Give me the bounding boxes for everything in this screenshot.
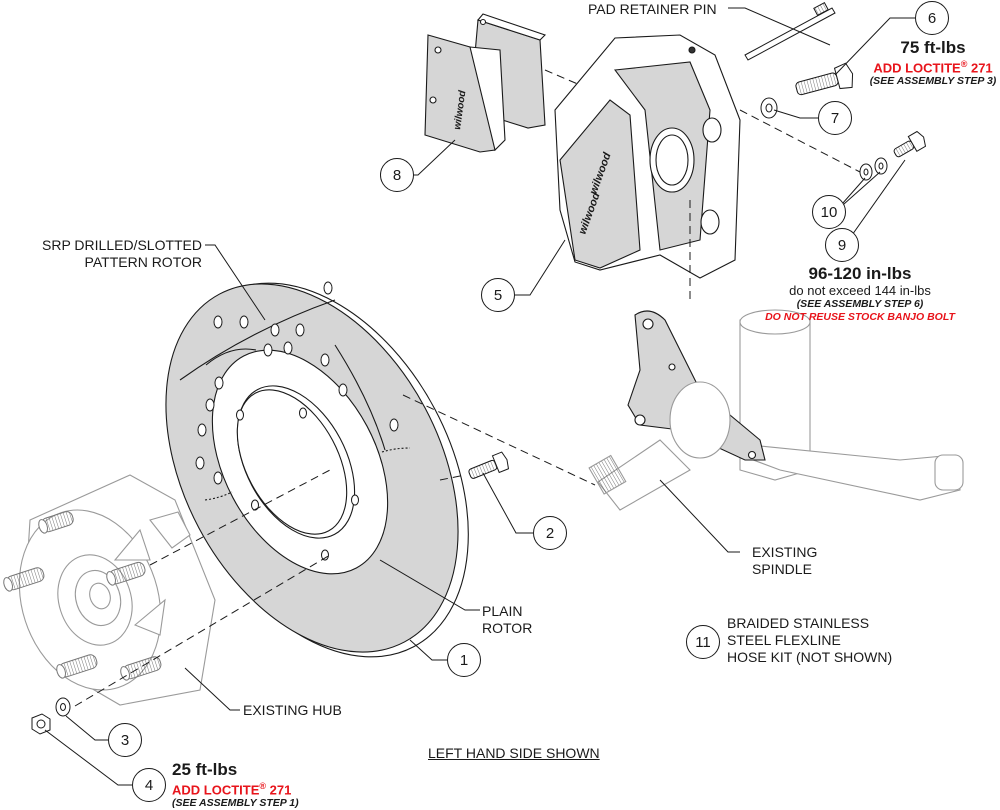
- rotor-drilled-holes: [195, 281, 399, 485]
- loctite-grade: 271: [967, 60, 993, 76]
- banjo-washers: [859, 157, 888, 181]
- spec-banjo9-warning: DO NOT REUSE STOCK BANJO BOLT: [765, 311, 955, 323]
- spec-banjo9: 96-120 in-lbs do not exceed 144 in-lbs (…: [740, 264, 980, 324]
- callout-5: 5: [481, 278, 515, 312]
- callout-10: 10: [812, 195, 846, 229]
- label-srp-rotor-line2: PATTERN ROTOR: [84, 254, 202, 270]
- wheel-studs: [3, 511, 162, 681]
- caliper: wilwood wilwood: [554, 34, 741, 279]
- spec-nut4: 25 ft-lbs ADD LOCTITE® 271 (SEE ASSEMBLY…: [172, 760, 299, 810]
- label-flexline-kit: BRAIDED STAINLESS STEEL FLEXLINE HOSE KI…: [727, 615, 892, 666]
- registered-mark: ®: [960, 59, 968, 69]
- pad-retainer-pin: [744, 1, 836, 61]
- loctite-text: ADD LOCTITE: [172, 782, 260, 798]
- callout-6: 6: [915, 1, 949, 35]
- spec-nut4-torque: 25 ft-lbs: [172, 760, 238, 779]
- label-srp-rotor: SRP DRILLED/SLOTTED PATTERN ROTOR: [42, 237, 202, 271]
- callout-7: 7: [818, 101, 852, 135]
- label-srp-rotor-line1: SRP DRILLED/SLOTTED: [42, 237, 203, 253]
- spec-nut4-step: (SEE ASSEMBLY STEP 1): [172, 797, 299, 810]
- brake-pads: wilwood: [424, 13, 547, 153]
- banjo-bolt: [893, 130, 927, 158]
- mount-washer: [760, 97, 778, 119]
- label-flexline-line3: HOSE KIT (NOT SHOWN): [727, 649, 893, 665]
- callout-11: 11: [686, 625, 720, 659]
- spec-bolt6-torque: 75 ft-lbs: [900, 38, 966, 57]
- loctite-text: ADD LOCTITE: [873, 60, 961, 76]
- label-existing-spindle-line1: EXISTING: [752, 544, 818, 560]
- label-existing-spindle: EXISTING SPINDLE: [752, 544, 817, 578]
- callout-4: 4: [132, 768, 166, 802]
- label-left-hand-side: LEFT HAND SIDE SHOWN: [428, 745, 600, 761]
- label-flexline-line1: BRAIDED STAINLESS: [727, 615, 870, 631]
- spec-bolt6-loctite: ADD LOCTITE® 271: [866, 57, 1000, 75]
- callout-9: 9: [825, 228, 859, 262]
- loctite-grade: 271: [266, 782, 292, 798]
- spec-nut4-loctite: ADD LOCTITE® 271: [172, 779, 299, 797]
- washer: [55, 697, 71, 717]
- label-existing-hub: EXISTING HUB: [243, 702, 342, 718]
- label-plain-rotor-line1: PLAIN: [482, 603, 523, 619]
- spec-banjo9-torque: 96-120 in-lbs: [808, 264, 912, 283]
- caliper-mount-bolt: [795, 62, 854, 96]
- existing-hub: [18, 474, 216, 706]
- label-existing-spindle-line2: SPINDLE: [752, 561, 812, 577]
- rotor-bolt: [468, 451, 510, 479]
- registered-mark: ®: [259, 781, 267, 791]
- spec-banjo9-step: (SEE ASSEMBLY STEP 6): [796, 298, 924, 310]
- label-plain-rotor: PLAIN ROTOR: [482, 603, 532, 637]
- lug-nut: [31, 713, 51, 735]
- callout-2: 2: [533, 516, 567, 550]
- spec-bolt6-step: (SEE ASSEMBLY STEP 3): [869, 75, 997, 88]
- label-plain-rotor-line2: ROTOR: [482, 620, 533, 636]
- rotor-hat-holes: [236, 407, 359, 561]
- steering-arm: [627, 310, 766, 461]
- callout-3: 3: [108, 723, 142, 757]
- assembly-axis-lines: [74, 69, 861, 707]
- callout-8: 8: [380, 158, 414, 192]
- spec-banjo9-limit: do not exceed 144 in-lbs: [789, 283, 931, 298]
- rotor: [165, 282, 469, 658]
- callout-1: 1: [447, 643, 481, 677]
- label-flexline-line2: STEEL FLEXLINE: [727, 632, 841, 648]
- label-pad-retainer-pin: PAD RETAINER PIN: [588, 1, 717, 17]
- spec-bolt6: 75 ft-lbs ADD LOCTITE® 271 (SEE ASSEMBLY…: [866, 38, 1000, 88]
